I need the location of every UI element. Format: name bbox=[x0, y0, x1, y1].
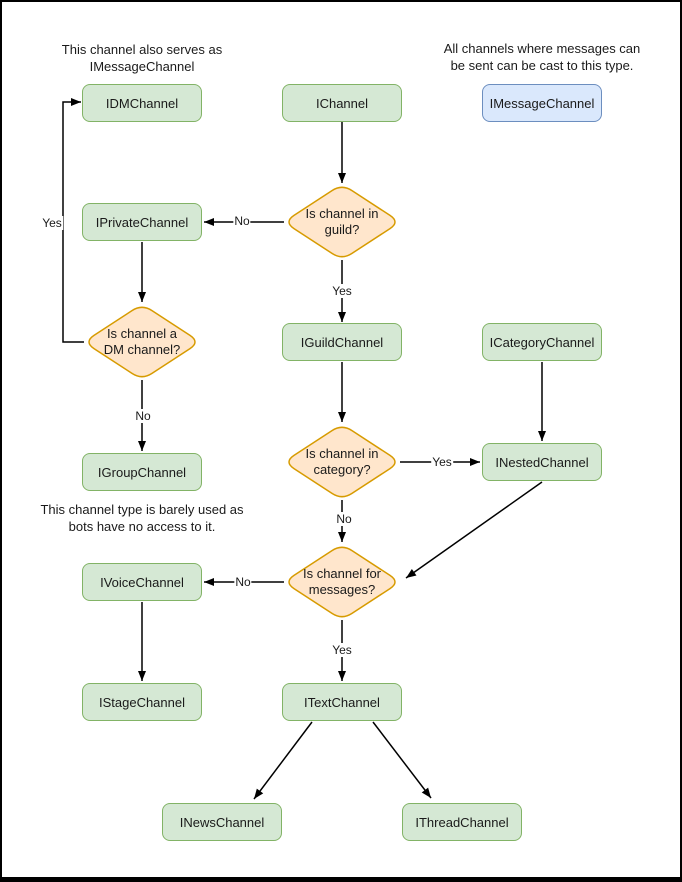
node-iguildchannel: IGuildChannel bbox=[282, 323, 402, 361]
edge-dm-decision-yes-to-idmchannel bbox=[62, 98, 84, 343]
edge-label-yes-dm-loop: Yes bbox=[41, 216, 63, 230]
edge-label-no-category-down: No bbox=[335, 512, 353, 526]
edge-label-no-dm-group: No bbox=[134, 409, 152, 423]
note-imessagechannel-cast: All channels where messages can be sent … bbox=[443, 41, 641, 73]
decision-label-for-messages: Is channel for messages? bbox=[302, 566, 382, 597]
node-igroupchannel: IGroupChannel bbox=[82, 453, 202, 491]
edge-label-no-guild-private: No bbox=[233, 214, 251, 228]
edge-inestedchannel-to-messages-decision bbox=[405, 481, 543, 579]
edge-label-yes-messages-text: Yes bbox=[331, 643, 353, 657]
note-dm-serves-imessagechannel: This channel also serves as IMessageChan… bbox=[61, 42, 223, 74]
node-itextchannel: ITextChannel bbox=[282, 683, 402, 721]
edge-label-no-messages-voice: No bbox=[234, 575, 252, 589]
node-iprivatechannel: IPrivateChannel bbox=[82, 203, 202, 241]
node-inestedchannel: INestedChannel bbox=[482, 443, 602, 481]
edge-itextchannel-to-ithreadchannel bbox=[372, 721, 432, 799]
node-ivoicechannel: IVoiceChannel bbox=[82, 563, 202, 601]
node-ichannel: IChannel bbox=[282, 84, 402, 122]
node-inewschannel: INewsChannel bbox=[162, 803, 282, 841]
edge-itextchannel-to-inewschannel bbox=[253, 721, 313, 800]
node-istagechannel: IStageChannel bbox=[82, 683, 202, 721]
node-ithreadchannel: IThreadChannel bbox=[402, 803, 522, 841]
node-idmchannel: IDMChannel bbox=[82, 84, 202, 122]
decision-label-in-guild: Is channel in guild? bbox=[305, 206, 379, 237]
edge-label-yes-category-nested: Yes bbox=[431, 455, 453, 469]
node-icategorychannel: ICategoryChannel bbox=[482, 323, 602, 361]
decision-label-is-dm: Is channel a DM channel? bbox=[103, 326, 181, 357]
edge-label-yes-guild-down: Yes bbox=[331, 284, 353, 298]
note-igroupchannel-barely-used: This channel type is barely used as bots… bbox=[40, 502, 244, 534]
node-imessagechannel: IMessageChannel bbox=[482, 84, 602, 122]
decision-label-in-category: Is channel in category? bbox=[305, 446, 379, 477]
